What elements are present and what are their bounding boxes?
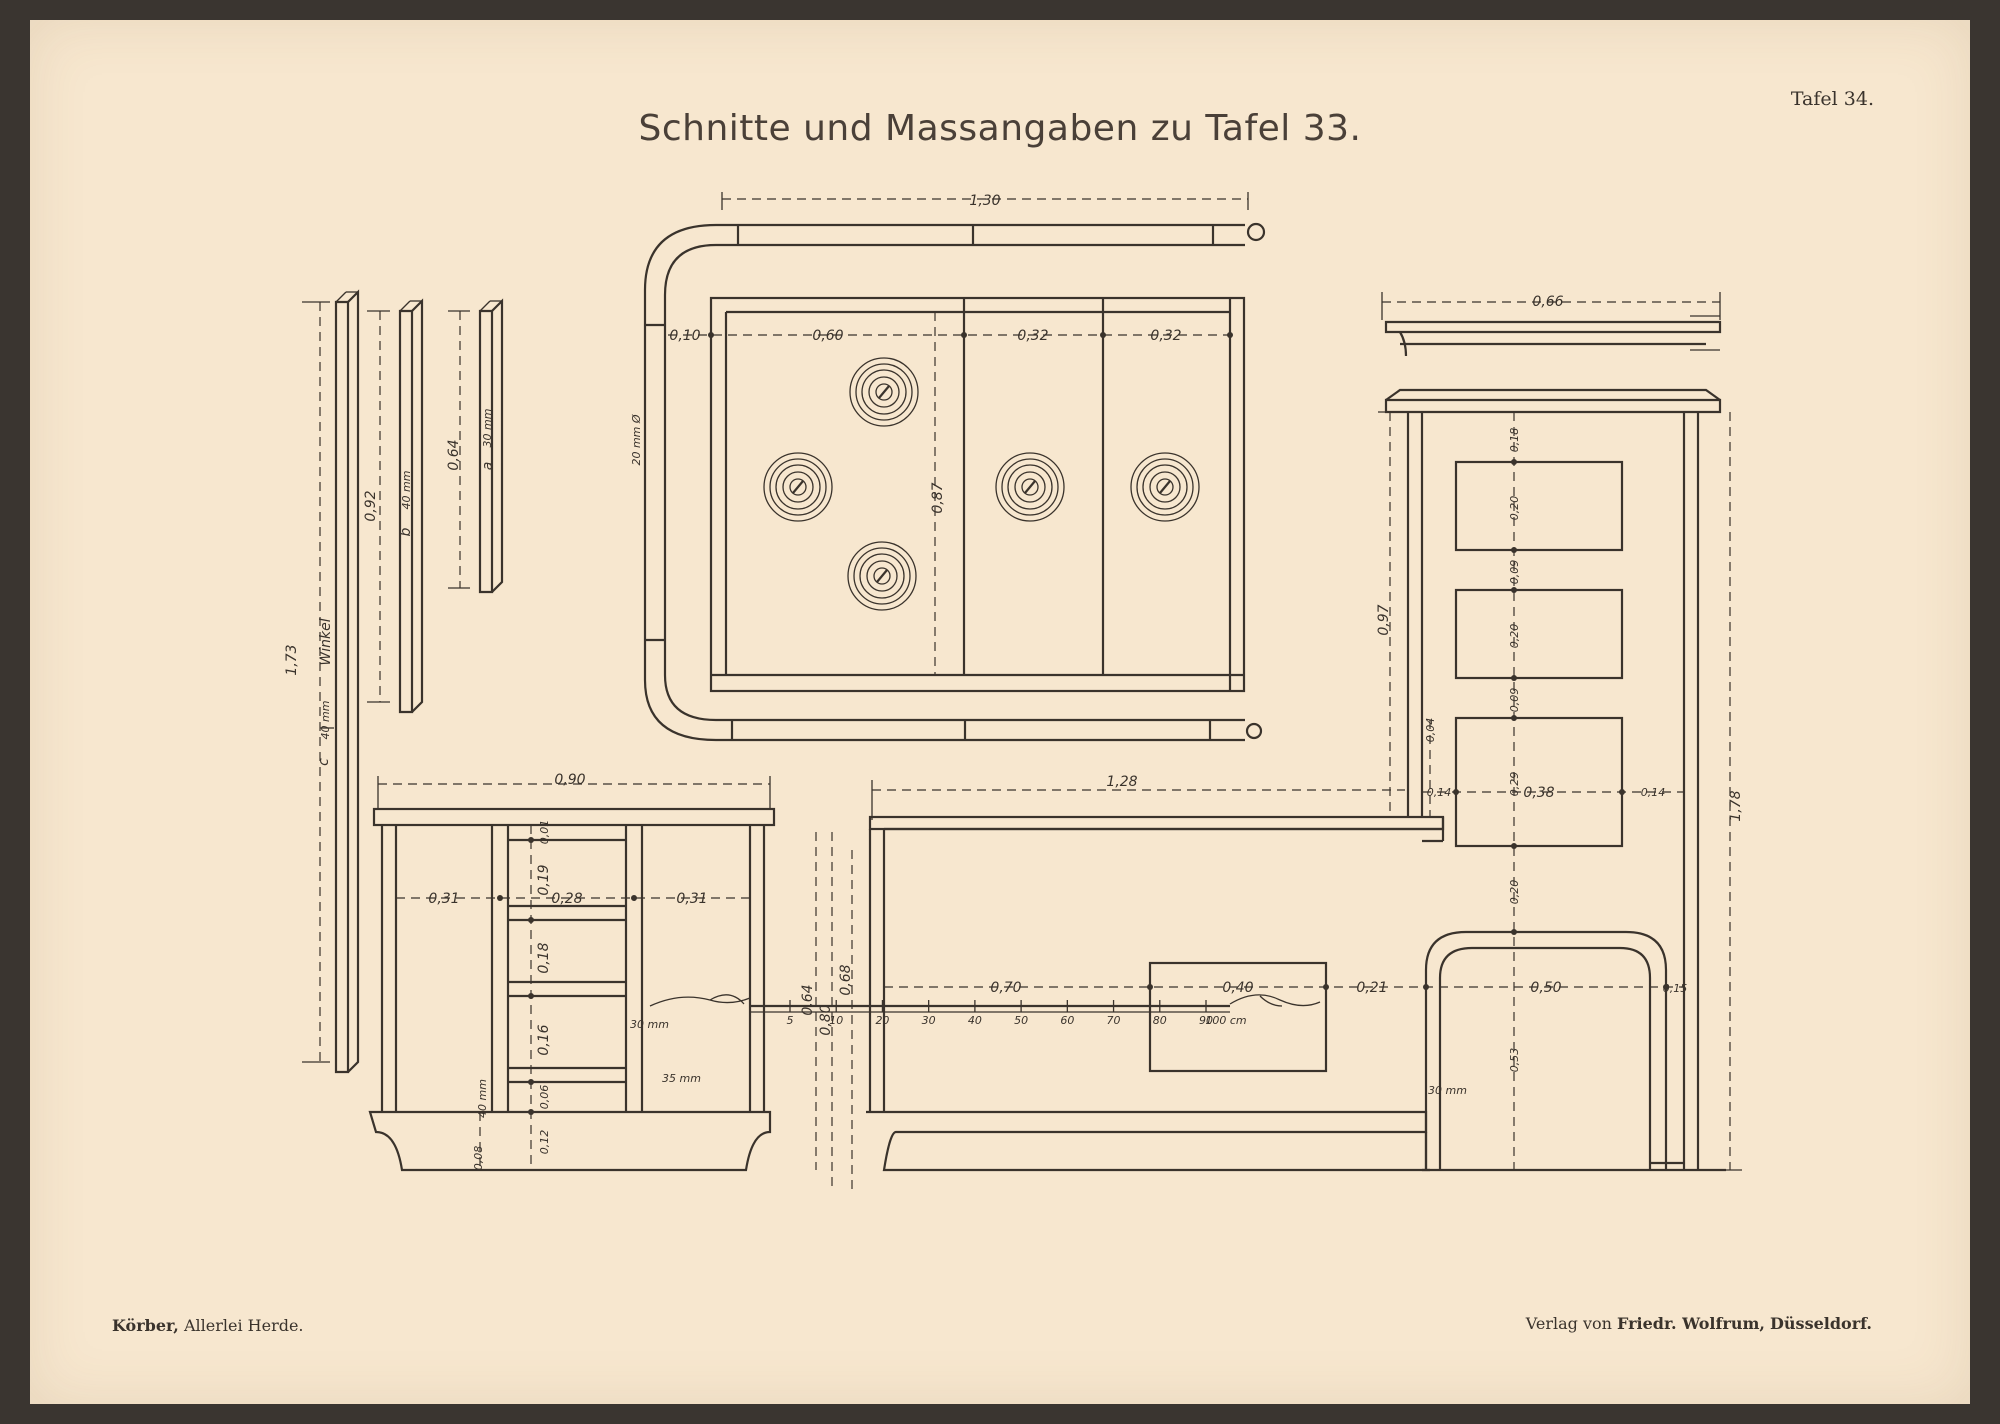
scale-tick-label: 40: [968, 1014, 982, 1027]
front-col-left-label: 0,14: [1427, 786, 1452, 799]
scale-tick-label: 5: [787, 1014, 794, 1027]
side-v6: 0,12: [538, 1130, 551, 1155]
scale-tick-label: 90: [1199, 1014, 1213, 1027]
technical-drawing: 1,30: [284, 192, 1744, 1190]
rail-b: 0,92 b 40 mm: [363, 298, 424, 714]
front-elevation: 1,28 0,70: [866, 388, 1744, 1172]
rail-b-note: 40 mm: [400, 471, 413, 510]
burner-right: [1130, 452, 1200, 522]
front-length-label: 1,28: [1106, 774, 1137, 790]
front-col-mid-label: 0,38: [1523, 785, 1554, 801]
drawing-sheet: Schnitte und Massangaben zu Tafel 33. Ta…: [30, 20, 1970, 1404]
front-r3: 0,09: [1508, 560, 1521, 585]
front-door-label: 0,40: [1222, 980, 1253, 996]
burner-top: [849, 357, 919, 427]
footer-author-name: Körber,: [112, 1316, 179, 1335]
plan-section-c-label: 0,32: [1150, 328, 1181, 344]
scale-tick-label: 60: [1060, 1014, 1074, 1027]
plate-number: Tafel 34.: [1790, 88, 1874, 110]
front-oven-label: 0,50: [1530, 980, 1561, 996]
side-note-2: 35 mm: [662, 1072, 701, 1085]
side-h3: 0,68: [838, 964, 854, 995]
front-total-label: 1,78: [1728, 790, 1744, 821]
footer-publisher-prefix: Verlag von: [1525, 1314, 1612, 1333]
front-r1: 0,18: [1508, 428, 1521, 453]
front-r4: 0,20: [1508, 624, 1521, 649]
plan-depth-label: 0,87: [930, 482, 946, 513]
front-r7: 0,20: [1508, 880, 1521, 905]
burner-left: [763, 452, 833, 522]
rail-b-letter: b: [398, 527, 414, 536]
footer-publisher: Verlag von Friedr. Wolfrum, Düsseldorf.: [1526, 1314, 1872, 1333]
side-right-label: 0,31: [676, 891, 707, 907]
plan-left-margin-label: 0,10: [669, 328, 700, 344]
plan-rail-label: 20 mm Ø: [630, 414, 643, 465]
scale-tick-label: 50: [1014, 1014, 1028, 1027]
front-r5: 0,09: [1508, 688, 1521, 713]
scale-tick-label: 80: [1153, 1014, 1167, 1027]
rail-c-word: Winkel: [318, 618, 334, 665]
footer-author: Körber, Allerlei Herde.: [112, 1316, 304, 1335]
front-r8: 0,53: [1508, 1048, 1521, 1073]
rail-b-length: 0,92: [363, 490, 379, 521]
rail-a-letter: a: [480, 462, 496, 471]
rail-c-letter: c: [316, 758, 332, 766]
rail-a-length: 0,64: [446, 439, 462, 470]
front-r6: 0,29: [1508, 772, 1521, 797]
scale-tick-label: 10: [829, 1014, 843, 1027]
side-note-3: 40 mm: [476, 1079, 489, 1118]
scale-tick-label: 20: [875, 1014, 889, 1027]
rail-c: 1,73 c 40 mm Winkel: [284, 289, 360, 1074]
footer-publisher-city: Düsseldorf.: [1770, 1314, 1872, 1333]
front-small-label: 0,04: [1424, 718, 1437, 743]
front-height-label: 0,97: [1376, 604, 1392, 635]
stove-top-plan: 1,30: [630, 192, 1266, 742]
scale-unit-label: 100 cm: [1205, 1014, 1246, 1027]
side-v7: 0,08: [472, 1146, 485, 1171]
side-elevation: 0,90 0,31 0,28 0,31 0,01: [368, 772, 854, 1190]
rail-c-length: 1,73: [284, 644, 300, 675]
sheet-title: Schnitte und Massangaben zu Tafel 33.: [638, 108, 1362, 149]
burner-bottom: [847, 541, 917, 611]
footer-publisher-name: Friedr. Wolfrum,: [1617, 1314, 1765, 1333]
side-middle-label: 0,28: [551, 891, 582, 907]
front-col-right-label: 0,14: [1641, 786, 1666, 799]
cornice-width-label: 0,66: [1532, 294, 1563, 310]
side-v3: 0,18: [536, 942, 552, 973]
side-left-label: 0,31: [428, 891, 459, 907]
side-v1: 0,01: [538, 820, 551, 845]
scale-tick-label: 30: [922, 1014, 936, 1027]
front-left-label: 0,70: [990, 980, 1021, 996]
rail-a-note: 30 mm: [481, 409, 494, 448]
rail-a: 0,64 a 30 mm: [446, 298, 504, 594]
side-v2: 0,19: [536, 864, 552, 895]
plan-section-a-label: 0,60: [812, 328, 843, 344]
side-note-1: 30 mm: [630, 1018, 669, 1031]
side-width-label: 0,90: [554, 772, 585, 788]
scale-tick-label: 70: [1107, 1014, 1121, 1027]
front-note-1: 30 mm: [1428, 1084, 1467, 1097]
plan-width-label: 1,30: [969, 193, 1000, 209]
plan-section-b-label: 0,32: [1017, 328, 1048, 344]
cornice-detail: 0,66: [1381, 292, 1722, 357]
front-gap-label: 0,21: [1356, 980, 1387, 996]
front-r2: 0,20: [1508, 496, 1521, 521]
burner-middle: [995, 452, 1065, 522]
side-h1: 0,64: [800, 984, 816, 1015]
rail-c-note: 40 mm: [319, 701, 332, 740]
side-v5: 0,06: [538, 1085, 551, 1110]
side-v4: 0,16: [536, 1024, 552, 1055]
front-edge-label: 0,15: [1663, 982, 1688, 995]
footer-book-title: Allerlei Herde.: [183, 1316, 304, 1335]
